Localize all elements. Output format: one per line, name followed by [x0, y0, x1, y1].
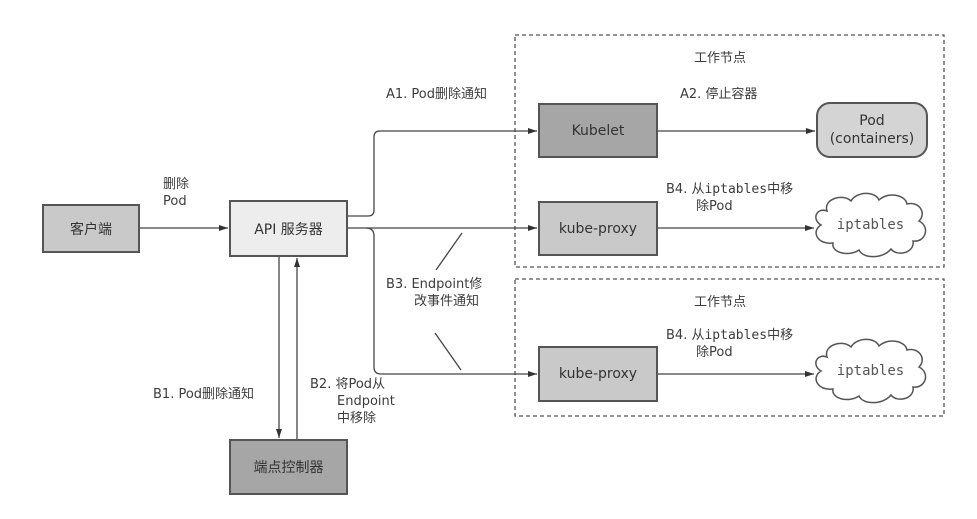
delete-pod-label-line2: Pod: [163, 194, 187, 209]
b2-label-line3: 中移除: [337, 411, 377, 426]
iptables-label-1: iptables: [836, 217, 905, 233]
b4-bottom-code: iptables: [704, 328, 768, 343]
worker-node-1-boundary: [514, 34, 945, 268]
b3-label-line1: B3. Endpoint修: [386, 277, 483, 292]
delete-pod-label: 删除 Pod: [163, 176, 189, 210]
kubelet-label: Kubelet: [571, 122, 625, 139]
b3-pointer-down: [434, 332, 462, 371]
endpoint-controller-box: 端点控制器: [229, 439, 348, 495]
a1-label: A1. Pod删除通知: [386, 87, 488, 102]
b1-label: B1. Pod删除通知: [153, 387, 255, 402]
pod-box: Pod (containers): [816, 102, 928, 158]
kube-proxy-box-2: kube-proxy: [538, 346, 658, 402]
worker-node-2-boundary: [514, 278, 945, 417]
edge-api-to-kube-proxy-2: [365, 227, 537, 377]
delete-pod-label-line1: 删除: [163, 177, 190, 192]
api-server-label: API 服务器: [254, 221, 323, 238]
b4-top-code: iptables: [704, 182, 768, 197]
b3-pointer-up: [435, 232, 463, 271]
client-label: 客户端: [70, 221, 112, 238]
worker-node-2-title: 工作节点: [693, 295, 746, 310]
iptables-cloud-1: [815, 192, 927, 258]
b4-bottom-line2: 除Pod: [696, 345, 733, 360]
b4-label-bottom: B4. 从iptables中移 除Pod: [666, 327, 793, 361]
b4-label-top: B4. 从iptables中移 除Pod: [666, 181, 793, 215]
b4-top-line2: 除Pod: [696, 199, 733, 214]
b4-top-prefix: B4. 从: [666, 182, 705, 197]
b3-label-line2: 改事件通知: [414, 294, 480, 309]
edge-api-to-kubelet: [348, 128, 537, 217]
b2-label-line1: B2. 将Pod从: [310, 377, 386, 392]
api-server-box: API 服务器: [229, 200, 348, 257]
pod-label-line2: (containers): [829, 131, 915, 147]
b4-bottom-prefix: B4. 从: [666, 328, 705, 343]
b2-label-line2: Endpoint: [337, 394, 395, 409]
client-box: 客户端: [42, 204, 140, 253]
kubelet-box: Kubelet: [538, 103, 658, 158]
endpoint-controller-label: 端点控制器: [253, 460, 324, 476]
kube-proxy-label-1: kube-proxy: [558, 220, 638, 237]
iptables-label-2: iptables: [836, 363, 905, 379]
b4-bottom-suffix: 中移: [767, 328, 794, 343]
worker-node-1-title: 工作节点: [693, 51, 746, 66]
iptables-cloud-2: [815, 338, 927, 404]
b4-top-suffix: 中移: [767, 182, 794, 197]
kube-proxy-label-2: kube-proxy: [558, 366, 638, 382]
kube-proxy-box-1: kube-proxy: [538, 201, 658, 256]
pod-label-line1: Pod: [859, 113, 885, 129]
b2-label: B2. 将Pod从 Endpoint 中移除: [310, 376, 395, 427]
a2-label: A2. 停止容器: [680, 87, 758, 102]
b3-label: B3. Endpoint修 改事件通知: [386, 276, 482, 310]
